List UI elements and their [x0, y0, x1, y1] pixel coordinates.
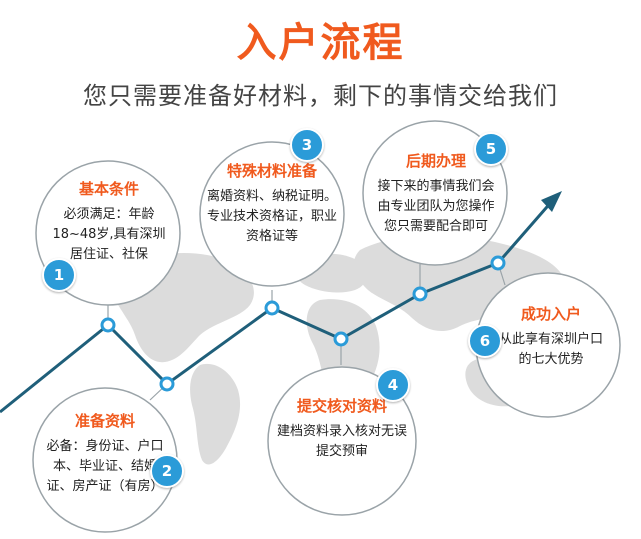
step-5-badge: 5: [474, 132, 508, 166]
node-3: [264, 300, 280, 316]
step-1-badge: 1: [42, 258, 76, 292]
step-4-bubble: 提交核对资料 建档资料录入核对无误提交预审: [276, 395, 408, 462]
node-5: [412, 286, 428, 302]
node-6: [490, 255, 506, 271]
step-4-body: 建档资料录入核对无误提交预审: [276, 424, 407, 459]
step-3-bubble: 特殊材料准备 离婚资料、纳税证明。专业技术资格证，职业资格证等: [206, 160, 338, 247]
step-3-body: 离婚资料、纳税证明。专业技术资格证，职业资格证等: [206, 189, 337, 244]
step-1-body: 必须满足：年龄18~48岁,具有深圳居住证、社保: [52, 207, 166, 262]
page-title: 入户流程: [236, 20, 405, 66]
line-nodes: [100, 255, 506, 392]
step-2-heading: 准备资料: [74, 412, 135, 430]
step-5-body: 接下来的事情我们会由专业团队为您操作您只需要配合即可: [377, 179, 495, 234]
step-6-bubble: 成功入户 从此享有深圳户口的七大优势: [496, 303, 606, 370]
step-2-badge: 2: [150, 454, 184, 488]
node-1: [100, 317, 116, 333]
step-3-badge: 3: [290, 128, 324, 162]
page-subtitle: 您只需要准备好材料，剩下的事情交给我们: [83, 82, 558, 110]
trend-line: [0, 199, 555, 414]
arrow-head: [541, 191, 562, 212]
step-6-badge: 6: [468, 324, 502, 358]
step-1-heading: 基本条件: [78, 180, 139, 198]
step-3-heading: 特殊材料准备: [226, 162, 317, 180]
step-5-heading: 后期办理: [405, 152, 466, 170]
step-2-body: 必备：身份证、户口本、毕业证、结婚证、房产证（有房）: [46, 439, 164, 494]
step-1-bubble: 基本条件 必须满足：年龄18~48岁,具有深圳居住证、社保: [48, 178, 170, 265]
node-4: [333, 331, 349, 347]
step-5-bubble: 后期办理 接下来的事情我们会由专业团队为您操作您只需要配合即可: [372, 150, 500, 237]
step-4-badge: 4: [376, 368, 410, 402]
step-2-bubble: 准备资料 必备：身份证、户口本、毕业证、结婚证、房产证（有房）: [42, 410, 168, 497]
node-2: [159, 376, 175, 392]
step-6-body: 从此享有深圳户口的七大优势: [498, 332, 603, 367]
step-4-heading: 提交核对资料: [296, 397, 387, 415]
step-6-heading: 成功入户: [520, 305, 581, 323]
